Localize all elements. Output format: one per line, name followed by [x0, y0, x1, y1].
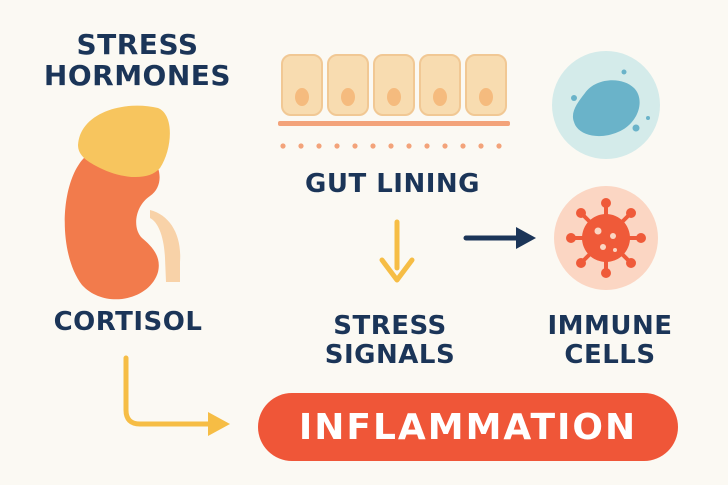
stress-signals-line1: STRESS — [333, 311, 447, 341]
immune-cell-icon — [552, 51, 660, 159]
kidney-icon — [64, 105, 181, 300]
inflammation-banner: INFLAMMATION — [258, 393, 678, 461]
cortisol-label: CORTISOL — [53, 307, 203, 337]
stress-signals-line2: SIGNALS — [324, 339, 456, 370]
stress-hormones-line1: STRESS — [76, 28, 199, 61]
immune-cells-line1: IMMUNE — [547, 311, 673, 341]
stress-signals-label: STRESS SIGNALS — [295, 312, 485, 369]
stress-hormones-line2: HORMONES — [43, 58, 232, 92]
right-arrow-icon — [463, 227, 536, 249]
immune-cells-line2: CELLS — [564, 339, 656, 370]
gut-lining-icon — [278, 54, 510, 149]
elbow-arrow-icon — [123, 355, 230, 436]
gut-lining-label: GUT LINING — [304, 169, 480, 199]
adrenal-gland — [78, 105, 170, 178]
virus-cell-icon — [554, 186, 658, 290]
down-arrow-icon — [379, 219, 415, 283]
immune-cells-label: IMMUNE CELLS — [530, 312, 690, 369]
stress-hormones-label: STRESS HORMONES — [30, 28, 245, 92]
